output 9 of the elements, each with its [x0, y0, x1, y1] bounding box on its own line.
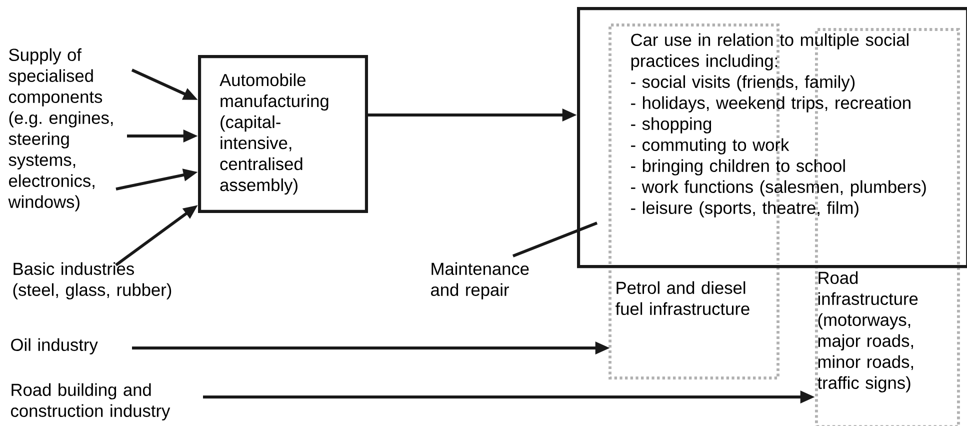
process-box: Automobile manufacturing (capital-intensive, centralised assembly) [198, 55, 368, 213]
text-label: Maintenance and repair [431, 262, 529, 300]
dotted-box: Petrol and diesel fuel infrastructure [608, 265, 780, 380]
text-label: Road building and construction industry [11, 383, 170, 420]
text-label: Oil industry [11, 338, 98, 354]
text-label: Basic industries (steel, glass, rubber) [13, 262, 172, 300]
connector-line [512, 222, 598, 258]
activity-box: Car use in relation to multiple social practices including: - social visits (friends, family) - holidays, weekend trips, recreation - shopping - commuting to work - bringing children to school - work functions (salesmen, plumbers) - leisure (sports, theatre, film) [577, 7, 967, 268]
text-label: Supply of specialised components (e.g. engines, steering systems, electronics, windows) [8, 48, 113, 212]
